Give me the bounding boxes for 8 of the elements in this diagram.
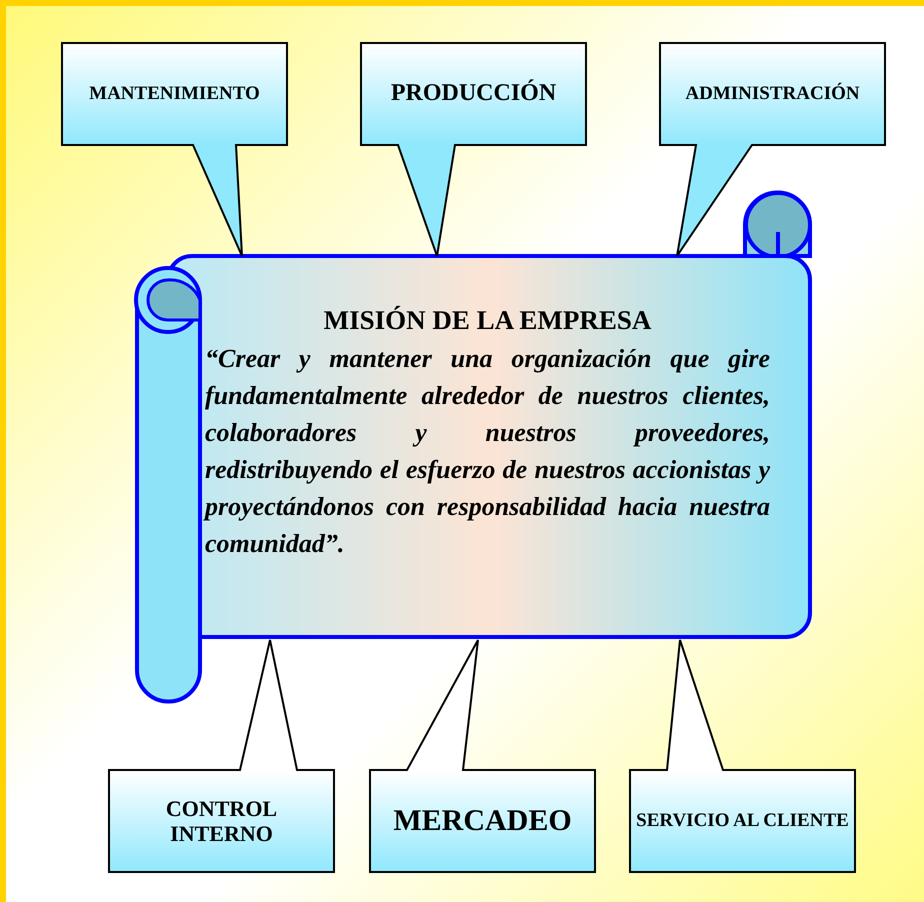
department-label: PRODUCCIÓN [390,80,558,108]
mission-statement: “Crear y mantener una organización que gire fundamentalmente alrededor de nuestros clientes, colaboradores y nuestros proveedores, redistribuyendo el esfuerzo de nuestros accionistas y proyectándonos con responsabilidad hacia nuestra comunidad”. [205,343,770,560]
department-label: SERVICIO AL CLIENTE [635,810,850,832]
department-label: MERCADEO [392,804,573,838]
mission-title: MISIÓN DE LA EMPRESA [322,305,652,336]
department-label: CONTROL INTERNO [164,796,278,846]
department-label: ADMINISTRACIÓN [684,83,861,105]
department-label: MANTENIMIENTO [88,83,261,105]
